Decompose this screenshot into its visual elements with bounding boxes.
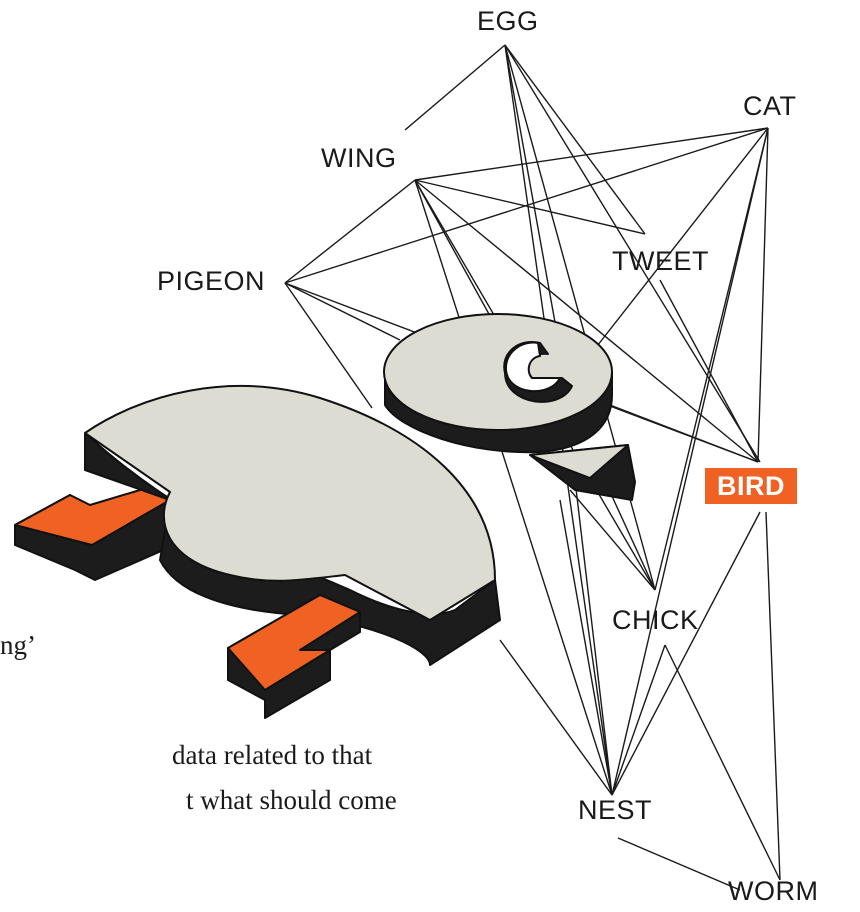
connection-lines bbox=[284, 44, 781, 891]
word-egg: EGG bbox=[477, 6, 539, 36]
word-chick: CHICK bbox=[612, 605, 699, 635]
bird-illustration bbox=[14, 313, 636, 719]
bird-head-top bbox=[383, 313, 613, 431]
bird-body-top bbox=[84, 385, 496, 621]
word-nest: NEST bbox=[578, 795, 653, 825]
word-tweet: TWEET bbox=[612, 246, 709, 276]
text-fragment-3: t what should come bbox=[186, 785, 397, 815]
word-pigeon: PIGEON bbox=[157, 266, 266, 296]
word-bird-highlight: BIRD bbox=[705, 468, 797, 504]
word-wing: WING bbox=[321, 143, 397, 173]
word-cat: CAT bbox=[743, 91, 797, 121]
word-worm: WORM bbox=[728, 876, 819, 906]
text-fragment-2: data related to that bbox=[172, 740, 373, 770]
text-fragment-1: ng’ bbox=[0, 630, 36, 660]
